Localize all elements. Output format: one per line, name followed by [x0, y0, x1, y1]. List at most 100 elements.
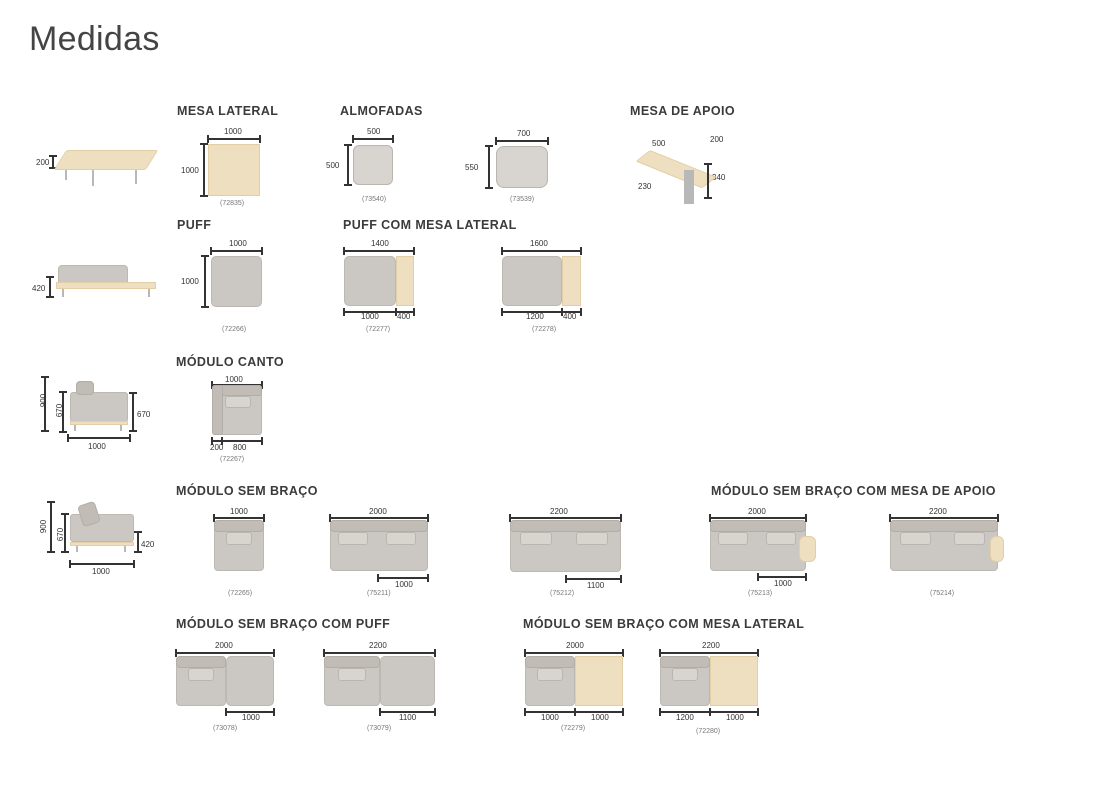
dim-label: 1000	[774, 579, 792, 588]
dim-label: 1000	[92, 567, 110, 576]
cushion-image	[537, 668, 563, 681]
dim-label: 1000	[181, 277, 199, 286]
module-back-image	[212, 385, 223, 435]
product-code: (75211)	[367, 590, 391, 597]
dim-line	[509, 514, 622, 522]
dim-line	[225, 708, 275, 716]
dim-label: 2200	[369, 641, 387, 650]
dim-label: 670	[137, 410, 151, 419]
cushion-image	[900, 532, 931, 545]
cushion-image	[954, 532, 985, 545]
cushion-image	[718, 532, 748, 545]
product-code: (72266)	[222, 326, 247, 333]
dim-line	[379, 708, 436, 716]
dim-label: 1000	[395, 580, 413, 589]
cushion-image	[338, 668, 366, 681]
module-back-image	[510, 520, 621, 532]
dim-line	[485, 145, 493, 189]
module-back-image	[324, 656, 380, 668]
module-back-image	[330, 520, 428, 532]
dim-line	[561, 308, 582, 316]
table-leg	[135, 170, 137, 184]
puff-leg	[62, 289, 64, 297]
side-table-image	[562, 256, 581, 306]
product-code: (72267)	[220, 456, 245, 463]
product-code: (72835)	[220, 200, 245, 207]
dim-line	[41, 376, 49, 432]
dim-line	[59, 391, 67, 433]
dim-label: 200	[36, 158, 50, 167]
sofa-side-image	[70, 392, 128, 422]
dim-label: 2200	[702, 641, 720, 650]
module-back-image	[890, 520, 998, 532]
dim-label: 800	[233, 443, 247, 452]
dim-label: 1000	[88, 442, 106, 451]
sofa-base-image	[70, 421, 128, 425]
section-title-modulo-sem-braco-mesa-apoio: MÓDULO SEM BRAÇO COM MESA DE APOIO	[711, 484, 996, 498]
product-code: (72279)	[561, 725, 586, 732]
dim-label: 340	[712, 173, 726, 182]
dim-line	[329, 514, 429, 522]
cushion-image	[672, 668, 698, 681]
side-table-image	[710, 656, 758, 706]
dim-line	[69, 560, 135, 568]
dim-label: 500	[652, 139, 666, 148]
sofa-side-image	[70, 514, 134, 542]
module-back-image	[176, 656, 226, 668]
dim-line	[704, 163, 712, 199]
table-leg	[65, 170, 67, 180]
cushion-image	[225, 396, 251, 408]
cushion-image	[520, 532, 552, 545]
product-code: (75213)	[748, 590, 773, 597]
puff-top-image	[226, 656, 274, 706]
dim-label: 550	[465, 163, 479, 172]
puff-top-image	[211, 256, 262, 307]
dim-line	[495, 137, 549, 145]
dim-line	[344, 144, 352, 186]
dim-label: 2000	[748, 507, 766, 516]
dim-line	[323, 649, 436, 657]
side-table-image	[396, 256, 414, 306]
dim-label: 2000	[369, 507, 387, 516]
puff-base-image	[56, 282, 156, 289]
dim-label: 700	[517, 129, 531, 138]
dim-line	[201, 255, 209, 308]
dim-label: 400	[563, 312, 577, 321]
page-title: Medidas	[29, 20, 160, 58]
sofa-leg	[76, 546, 78, 552]
dim-label: 1000	[225, 375, 243, 384]
dim-line	[889, 514, 999, 522]
dim-label: 2200	[550, 507, 568, 516]
dim-line	[200, 143, 208, 197]
dim-label: 1000	[242, 713, 260, 722]
dim-label: 1000	[224, 127, 242, 136]
dim-label: 1400	[371, 239, 389, 248]
dim-line	[352, 135, 394, 143]
dim-line	[757, 573, 807, 581]
side-table-image	[575, 656, 623, 706]
dim-line	[207, 135, 261, 143]
dim-line	[709, 708, 759, 716]
dim-label: 1000	[361, 312, 379, 321]
dim-line	[377, 574, 429, 582]
dim-line	[175, 649, 275, 657]
sofa-leg	[74, 425, 76, 431]
dim-label: 1100	[587, 581, 605, 590]
dim-label: 1000	[181, 166, 199, 175]
dim-line	[524, 649, 624, 657]
dim-label: 500	[326, 161, 340, 170]
cushion-image	[226, 532, 252, 545]
dim-line	[49, 155, 57, 169]
dim-label: 1000	[230, 507, 248, 516]
dim-line	[343, 247, 415, 255]
module-back-image	[525, 656, 575, 668]
dim-line	[47, 501, 55, 553]
cushion-image	[338, 532, 368, 545]
section-title-almofadas: ALMOFADAS	[340, 104, 423, 118]
cushion-image	[353, 145, 393, 185]
product-code: (72280)	[696, 728, 721, 735]
dim-label: 400	[397, 312, 411, 321]
dim-line	[46, 276, 54, 298]
dim-label: 1100	[399, 713, 417, 722]
puff-top-image	[502, 256, 562, 306]
